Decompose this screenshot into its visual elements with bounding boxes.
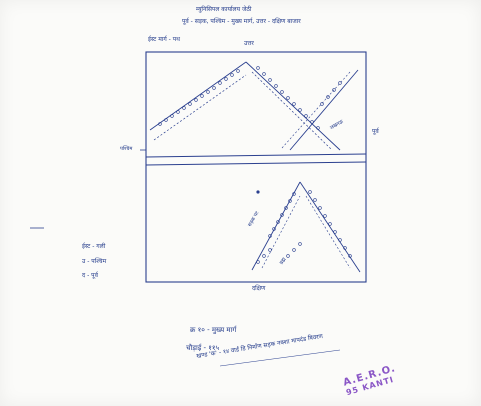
- center-dot: [256, 190, 260, 194]
- legend-item-3: द - पूर्व: [82, 272, 98, 279]
- lower-right-slope-inner: [305, 195, 351, 269]
- road-line-top: [145, 153, 367, 158]
- legend-item-2: उ - पश्चिम: [82, 258, 107, 265]
- header-line1: म्युनिसिपल कार्यालय जेठी: [196, 6, 252, 13]
- lower-beads: [256, 190, 352, 264]
- footer-line2: चौड़ाई - ११५: [186, 344, 220, 352]
- legend-item-1: ईस्ट - गली: [82, 243, 106, 250]
- upper-left-slope-inner: [153, 74, 247, 141]
- header-line2: पूर्व - सड़क, पश्चिम - मुख्य मार्ग, उत्त…: [182, 18, 301, 25]
- lower-left-slope: [251, 181, 301, 271]
- road-line-bottom: [145, 161, 367, 166]
- lower-left-slope-inner: [261, 195, 301, 269]
- lower-right-slope: [299, 181, 361, 273]
- upper-cross-line-inner: [281, 71, 351, 149]
- upper-beads: [158, 66, 342, 130]
- footer-flourish: [219, 349, 341, 367]
- west-label: पश्चिम: [120, 146, 133, 152]
- upper-cross-line: [289, 69, 359, 151]
- header-north-label: ईस्ट मार्ग - पथ: [148, 36, 180, 43]
- upper-right-slope: [245, 61, 341, 151]
- header-north-marker: उत्तर: [244, 40, 254, 47]
- footer-line1: क्र १० - मुख्य मार्ग: [190, 326, 237, 334]
- upper-right-slope-inner: [251, 71, 333, 151]
- south-label: दक्षिण: [252, 285, 266, 292]
- plan-outline: [145, 51, 367, 283]
- east-marker: पूर्व: [372, 128, 379, 135]
